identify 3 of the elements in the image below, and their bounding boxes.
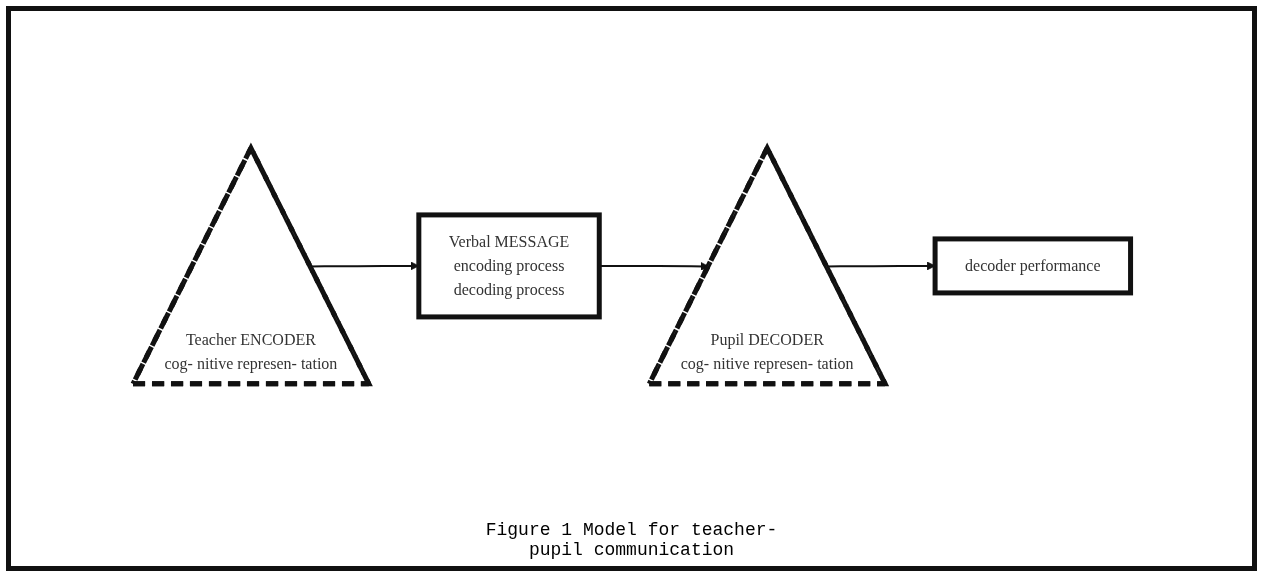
figure-caption: Figure 1 Model for teacher-pupil communication <box>484 520 779 560</box>
node-box: decoder performance <box>932 236 1133 295</box>
node-box: Verbal MESSAGE encoding process decoding process <box>416 212 602 319</box>
